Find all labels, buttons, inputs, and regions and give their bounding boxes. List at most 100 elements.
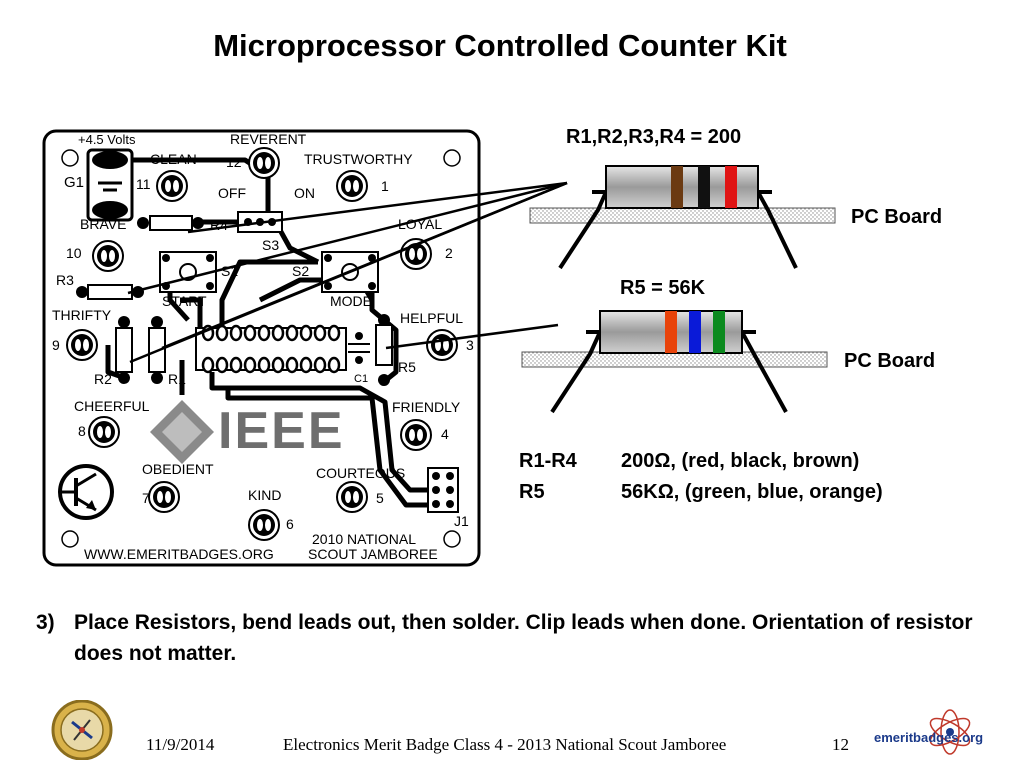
resistor-b-label: R5 = 56K [620, 277, 706, 299]
r4-resistor-outline [149, 215, 193, 231]
ieee-logo: IEEE [150, 400, 345, 464]
board-label-n7: 7 [142, 490, 150, 506]
pc-board-b-label: PC Board [844, 350, 936, 372]
led-pad-icon [248, 509, 280, 541]
battery-pad [92, 151, 128, 169]
mounting-hole-icon [61, 149, 79, 167]
legend-ref: R1-R4 [519, 450, 577, 472]
board-label-helpful: HELPFUL [400, 310, 463, 326]
board-label-friendly: FRIENDLY [392, 399, 461, 415]
board-label-n6: 6 [286, 516, 294, 532]
board-label-mode: MODE [330, 293, 372, 309]
resistor-a-label: R1,R2,R3,R4 = 200 [566, 126, 742, 148]
ic-pin-icon [285, 324, 299, 342]
board-label-loyal: LOYAL [398, 216, 442, 232]
transistor-icon [58, 464, 114, 520]
led-pad-icon [336, 481, 368, 513]
board-label-r4: R4 [210, 217, 228, 233]
led-pads [66, 147, 458, 541]
ic-pin-icon [243, 324, 257, 342]
ic-pin-icon [201, 356, 215, 374]
mounting-hole-icon [443, 149, 461, 167]
board-label-clean: CLEAN [150, 151, 197, 167]
board-label-website: WWW.EMERITBADGES.ORG [84, 546, 274, 562]
pc-board-b-strip [521, 351, 828, 368]
battery-pad [92, 201, 128, 219]
r5-resistor-outline [375, 324, 393, 366]
resistor-b-bands [665, 311, 725, 353]
ic-pin-icon [271, 356, 285, 374]
battery-holder [86, 148, 134, 222]
svg-text:emeritbadges.org: emeritbadges.org [874, 730, 983, 745]
board-label-r2: R2 [94, 371, 112, 387]
ic-pin-icon [229, 356, 243, 374]
board-label-n12: 12 [226, 154, 242, 170]
pc-board-a-strip [529, 207, 836, 224]
slide-title: Microprocessor Controlled Counter Kit [213, 28, 787, 63]
legend-row: R1-R4 200Ω, (red, black, brown) [519, 450, 859, 473]
led-pad-icon [400, 419, 432, 451]
ic-pin-icon [257, 356, 271, 374]
board-label-off: OFF [218, 185, 246, 201]
board-label-on: ON [294, 185, 315, 201]
mounting-hole-icon [61, 530, 79, 548]
board-label-jamboree: SCOUT JAMBOREE [308, 546, 438, 562]
ic-pin-icon [229, 324, 243, 342]
resistor-color-band [725, 166, 737, 208]
board-label-start: START [162, 293, 207, 309]
led-pad-icon [156, 170, 188, 202]
legend-ref: R5 [519, 481, 545, 503]
resistor-color-band [689, 311, 701, 353]
resistor-color-band [671, 166, 683, 208]
board-label-s2: S2 [292, 263, 309, 279]
footer-course: Electronics Merit Badge Class 4 - 2013 N… [283, 735, 727, 754]
svg-text:IEEE: IEEE [218, 402, 345, 460]
ic-pin-icon [215, 324, 229, 342]
board-label-s3: S3 [262, 237, 279, 253]
ic-pin-icon [215, 356, 229, 374]
step-text: Place Resistors, bend leads out, then so… [74, 611, 973, 665]
board-label-n2: 2 [445, 245, 453, 261]
led-pad-icon [248, 147, 280, 179]
board-label-thrifty: THRIFTY [52, 307, 112, 323]
led-pad-icon [336, 170, 368, 202]
board-label-volts: +4.5 Volts [78, 132, 136, 147]
ic-pin-icon [313, 324, 327, 342]
resistor-color-band [665, 311, 677, 353]
ic-pin-icon [285, 356, 299, 374]
emeritbadges-logo: emeritbadges.org [874, 709, 983, 755]
mounting-hole-icon [443, 530, 461, 548]
r3-resistor-outline [87, 284, 133, 300]
led-pad-icon [426, 329, 458, 361]
resistor-b-diagram [521, 310, 828, 414]
board-label-brave: BRAVE [80, 216, 126, 232]
board-label-trustworthy: TRUSTWORTHY [304, 151, 413, 167]
resistor-color-band [698, 166, 710, 208]
board-label-cheerful: CHEERFUL [74, 398, 150, 414]
resistor-a-bands [671, 166, 737, 208]
board-label-g1: G1 [64, 174, 84, 191]
pc-board-a-label: PC Board [851, 206, 943, 228]
legend-value: 200Ω, (red, black, brown) [621, 450, 860, 472]
led-pad-icon [92, 240, 124, 272]
board-label-n5: 5 [376, 490, 384, 506]
board-label-n1: 1 [381, 178, 389, 194]
board-label-national: 2010 NATIONAL [312, 531, 416, 547]
ic-pin-icon [299, 356, 313, 374]
ic-pin-icon [257, 324, 271, 342]
led-pad-icon [148, 481, 180, 513]
resistor-color-band [713, 311, 725, 353]
board-label-n4: 4 [441, 426, 449, 442]
board-label-n8: 8 [78, 423, 86, 439]
board-label-n3: 3 [466, 337, 474, 353]
board-label-r5: R5 [398, 359, 416, 375]
led-pad-icon [88, 416, 120, 448]
footer-page-number: 12 [832, 735, 849, 754]
resistor-a-diagram [529, 165, 836, 270]
board-label-n11: 11 [136, 176, 151, 192]
pointer-lines [127, 181, 568, 364]
board-label-kind: KIND [248, 487, 281, 503]
board-label-c1: C1 [354, 373, 368, 385]
legend-value: 56KΩ, (green, blue, orange) [621, 481, 883, 503]
